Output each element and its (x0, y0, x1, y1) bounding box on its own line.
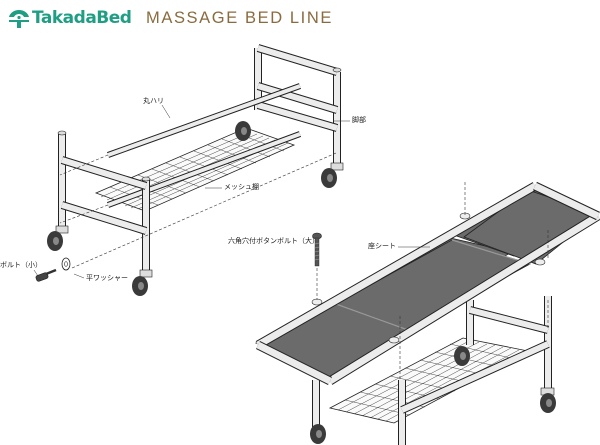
top-rails (255, 181, 600, 386)
caster-icon (321, 162, 344, 188)
label-round-rod: 丸ハリ (143, 97, 164, 105)
label-leg: 脚部 (352, 116, 366, 124)
caster-icon (540, 387, 556, 413)
caster-icon (235, 121, 251, 141)
takadabed-logo-icon (9, 10, 29, 28)
caster-icon (132, 269, 153, 296)
label-mesh-shelf: メッシュ棚 (224, 183, 259, 191)
left-casters (47, 121, 344, 296)
left-back-legs (254, 44, 342, 165)
left-front-legs (57, 130, 151, 272)
left-frame (33, 44, 350, 296)
left-leader-lines (33, 104, 350, 279)
line-title: MASSAGE BED LINE (146, 9, 333, 27)
right-legs (312, 296, 552, 445)
label-seat-sheet: 座シート (368, 242, 396, 250)
flat-washer-icon (61, 257, 71, 271)
right-assembled-bed (254, 181, 600, 445)
brand-name: TakadaBed (32, 8, 132, 28)
right-assembly-guides (316, 182, 549, 380)
label-bolt-small: ボルト（小） (0, 261, 42, 269)
bolt-small-icon (35, 268, 57, 282)
right-casters (310, 346, 556, 444)
caster-icon (454, 346, 470, 366)
label-flat-washer: 平ワッシャー (86, 274, 128, 282)
label-hex-bolt-large: 六角穴付ボタンボルト（大） (228, 237, 319, 245)
header: TakadaBed MASSAGE BED LINE (0, 0, 600, 40)
caster-icon (310, 424, 326, 444)
round-rods (106, 83, 302, 208)
caster-icon (47, 225, 69, 251)
left-assembly-guides (59, 152, 337, 269)
hex-bolt-large-icon (312, 232, 322, 267)
